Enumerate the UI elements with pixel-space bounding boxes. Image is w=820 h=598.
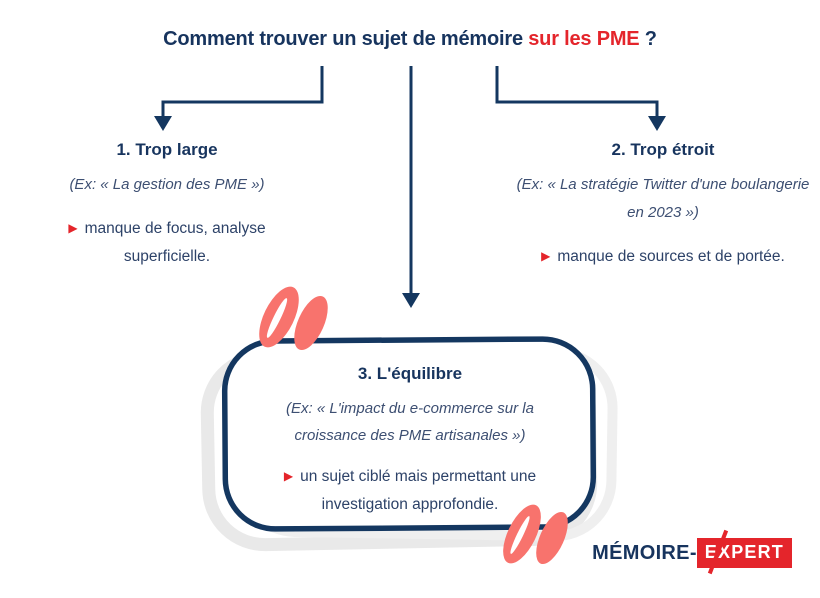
branch-too-narrow: 2. Trop étroit (Ex: « La stratégie Twitt… [513, 140, 813, 270]
logo-text-expert: EXPERT [696, 538, 792, 568]
branch-too-broad-example: (Ex: « La gestion des PME ») [69, 176, 265, 193]
branch-too-broad: 1. Trop large (Ex: « La gestion des PME … [37, 140, 297, 271]
branch-too-narrow-point: ▶ manque de sources et de portée. [513, 243, 813, 271]
memoire-expert-logo: MÉMOIRE- EXPERT [592, 529, 792, 575]
branch-balance-point: ▶ un sujet ciblé mais permettant une inve… [250, 463, 570, 519]
branch-too-narrow-heading: 2. Trop étroit [611, 140, 715, 159]
arrowhead-center-icon [402, 293, 420, 308]
branch-balance-heading: 3. L'équilibre [357, 364, 463, 383]
branch-too-narrow-example: (Ex: « La stratégie Twitter d'une boulan… [516, 176, 810, 221]
connector-right [495, 66, 659, 117]
triangle-bullet-icon: ▶ [68, 220, 78, 235]
title-highlight: sur les PME [522, 28, 640, 50]
branch-balance: 3. L'équilibre (Ex: « L'impact du e-comm… [250, 364, 570, 519]
title-question-mark: ? [639, 28, 657, 50]
arrowhead-left-icon [154, 116, 172, 131]
connector-left [161, 66, 324, 117]
triangle-bullet-icon: ▶ [283, 469, 294, 483]
logo-text-memoire: MÉMOIRE- [592, 541, 697, 564]
branch-too-broad-bullet-text: manque de focus, analyse superficielle. [84, 219, 266, 265]
branch-too-narrow-bullet-text: manque de sources et de portée. [557, 247, 785, 265]
branch-too-broad-heading: 1. Trop large [116, 140, 218, 159]
branch-balance-bullet-text: un sujet ciblé mais permettant une inves… [300, 468, 537, 513]
branch-balance-example: (Ex: « L'impact du e-commerce sur la cro… [286, 400, 534, 444]
triangle-bullet-icon: ▶ [541, 248, 551, 263]
branch-too-broad-point: ▶ manque de focus, analyse superficielle. [37, 215, 297, 271]
arrowhead-right-icon [648, 116, 666, 131]
brush-stroke-top-left-icon [259, 286, 328, 351]
title-main: Comment trouver un sujet de mémoire [163, 28, 523, 50]
page-title: Comment trouver un sujet de mémoire sur … [0, 28, 820, 51]
